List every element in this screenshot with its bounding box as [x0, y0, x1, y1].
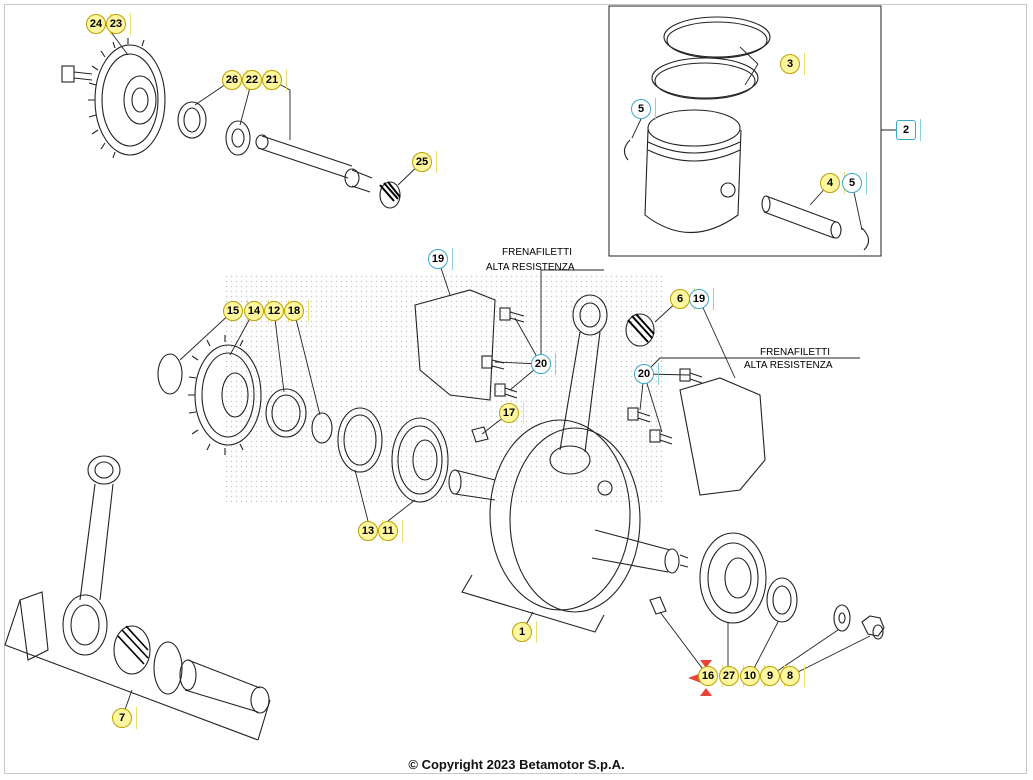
callout-19-right[interactable]: 19	[689, 288, 714, 310]
callout-2[interactable]: 2	[896, 119, 921, 141]
callout-1[interactable]: 1	[512, 621, 537, 643]
copyright-notice: © Copyright 2023 Betamotor S.p.A.	[408, 757, 625, 772]
needle-bearing-6	[625, 313, 655, 347]
callout-6[interactable]: 6	[670, 288, 695, 310]
parts-drawing	[4, 16, 885, 741]
callout-4[interactable]: 4	[820, 172, 845, 194]
callout-19-left[interactable]: 19	[428, 248, 453, 270]
crankshaft-bracket	[461, 574, 605, 633]
thread-lock-note-1-line1: FRENAFILETTI	[502, 247, 573, 258]
oring-18	[311, 412, 333, 444]
starter-gear	[88, 38, 166, 159]
circlip-left	[623, 139, 631, 161]
piston-kit-box	[608, 5, 882, 257]
washer-9	[833, 604, 851, 632]
crankshaft-1	[448, 419, 689, 613]
callout-23[interactable]: 23	[106, 13, 131, 35]
callout-17[interactable]: 17	[499, 402, 524, 424]
connecting-rod-kit	[62, 455, 121, 656]
thread-lock-note-2-line2: ALTA RESISTENZA	[744, 360, 833, 371]
circlip-right	[861, 227, 870, 251]
crank-pin	[179, 659, 270, 714]
plate-19-left	[414, 289, 496, 401]
callout-27[interactable]: 27	[719, 665, 744, 687]
piston-pin	[761, 195, 842, 239]
nut-8	[861, 615, 885, 640]
gear-bolt	[61, 65, 93, 83]
callout-25[interactable]: 25	[412, 151, 437, 173]
callout-11[interactable]: 11	[378, 520, 403, 542]
bearing-11	[391, 417, 449, 503]
callout-24[interactable]: 24	[86, 13, 111, 35]
callout-5-right[interactable]: 5	[842, 172, 867, 194]
piston-ring-upper	[663, 16, 771, 58]
washer-22	[225, 120, 251, 156]
callout-5-top[interactable]: 5	[631, 98, 656, 120]
key-16	[649, 596, 667, 615]
bushing-26	[177, 101, 207, 139]
bushing-10	[766, 577, 798, 623]
diagram-frame	[4, 4, 1027, 774]
callout-15[interactable]: 15	[223, 300, 248, 322]
key-17	[471, 426, 489, 443]
nut-15	[157, 353, 183, 395]
callout-8[interactable]: 8	[780, 665, 805, 687]
piston-ring-lower	[651, 57, 759, 99]
callout-12[interactable]: 12	[264, 300, 289, 322]
plate-19-right	[679, 377, 766, 496]
thrust-washer-left	[19, 591, 49, 661]
callout-22[interactable]: 22	[242, 69, 267, 91]
callout-18[interactable]: 18	[284, 300, 309, 322]
callout-21[interactable]: 21	[262, 69, 287, 91]
shaft-21	[255, 134, 373, 193]
callout-20-left[interactable]: 20	[531, 353, 556, 375]
callout-7[interactable]: 7	[112, 707, 137, 729]
thrust-washer-right	[153, 641, 183, 695]
bearing-27	[699, 532, 767, 624]
piston	[644, 109, 742, 233]
needle-cage-7	[113, 625, 151, 675]
callout-13[interactable]: 13	[358, 520, 383, 542]
callout-3[interactable]: 3	[780, 53, 805, 75]
oil-seal-13	[337, 407, 383, 473]
callout-26[interactable]: 26	[222, 69, 247, 91]
callout-14[interactable]: 14	[244, 300, 269, 322]
balancer-gear-14	[188, 335, 262, 455]
callout-16[interactable]: 16	[698, 665, 723, 687]
thread-lock-note-2-line1: FRENAFILETTI	[760, 347, 831, 358]
callout-10[interactable]: 10	[740, 665, 765, 687]
callout-9[interactable]: 9	[760, 665, 785, 687]
thread-lock-note-1-line2: ALTA RESISTENZA	[486, 262, 575, 273]
callout-20-right[interactable]: 20	[634, 363, 659, 385]
connecting-rod-main	[549, 294, 608, 475]
bushing-12	[265, 388, 307, 438]
needle-bearing-25	[379, 181, 401, 209]
